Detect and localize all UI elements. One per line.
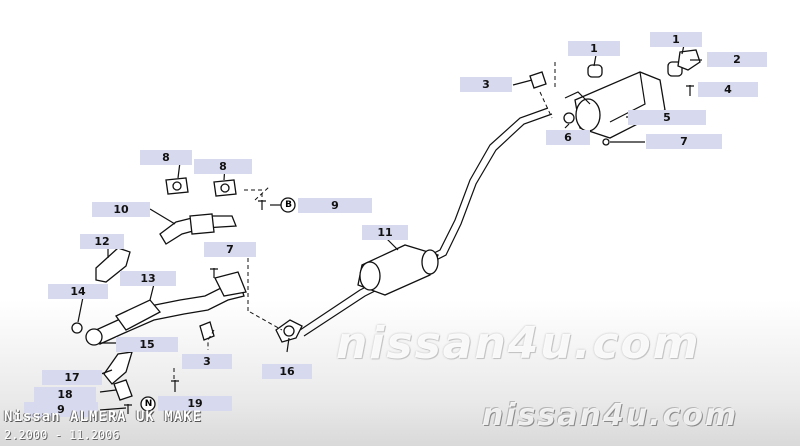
- ref-mark-b: B: [285, 200, 292, 210]
- callout-2[interactable]: 2: [707, 52, 767, 67]
- bracket-2: [677, 49, 701, 71]
- callout-11[interactable]: 11: [362, 225, 408, 240]
- main-pipe: [299, 107, 549, 331]
- rubber-3-front: [199, 321, 215, 341]
- clamp-8b: [213, 179, 237, 197]
- callout-7-rear[interactable]: 7: [646, 134, 722, 149]
- callout-9-top[interactable]: 9: [298, 198, 372, 213]
- bolt-4: [686, 85, 694, 96]
- callout-7-front[interactable]: 7: [204, 242, 256, 257]
- mount-rubber-1a: [587, 64, 603, 78]
- callout-4[interactable]: 4: [698, 82, 758, 97]
- center-muffler: [357, 244, 439, 296]
- production-dates: 2.2000 - 11.2006: [4, 428, 120, 442]
- callout-3-front[interactable]: 3: [182, 354, 232, 369]
- callout-12[interactable]: 12: [80, 234, 124, 249]
- callout-19[interactable]: 19: [158, 396, 232, 411]
- callout-6[interactable]: 6: [546, 130, 590, 145]
- shield-17: [103, 351, 133, 385]
- callout-16[interactable]: 16: [262, 364, 312, 379]
- watermark-center: nissan4u.com: [336, 318, 701, 369]
- callout-3-top[interactable]: 3: [460, 77, 512, 92]
- ref-mark-n: N: [144, 399, 153, 409]
- callout-18[interactable]: 18: [34, 387, 96, 402]
- bolt-7-front: [210, 268, 218, 278]
- pipe-10: [159, 213, 237, 245]
- bolt-19: [171, 380, 179, 392]
- callout-9-low[interactable]: 9: [24, 402, 98, 417]
- nut-7-rear: [602, 138, 610, 146]
- callout-5[interactable]: 5: [628, 110, 706, 125]
- callout-1b[interactable]: 1: [650, 32, 702, 47]
- rear-bracket: [564, 91, 591, 105]
- callout-17[interactable]: 17: [42, 370, 102, 385]
- ring-14: [71, 322, 83, 334]
- clamp-18: [113, 379, 133, 401]
- front-pipe-13: [85, 271, 247, 346]
- callout-1a[interactable]: 1: [568, 41, 620, 56]
- washer-6: [563, 112, 575, 124]
- callout-15[interactable]: 15: [116, 337, 178, 352]
- callout-14[interactable]: 14: [48, 284, 108, 299]
- rubber-3-top: [529, 71, 547, 89]
- callout-8b[interactable]: 8: [194, 159, 252, 174]
- model-title: Nissan ALMERA UK MAKE: [4, 409, 203, 425]
- clamp-8a: [165, 177, 189, 195]
- callout-8a[interactable]: 8: [140, 150, 192, 165]
- gasket-16: [275, 319, 303, 343]
- callout-10[interactable]: 10: [92, 202, 150, 217]
- rear-muffler: [574, 71, 666, 139]
- callout-13[interactable]: 13: [120, 271, 176, 286]
- bolt-9-low: [124, 404, 132, 414]
- bolt-9-top: [258, 200, 266, 210]
- watermark-corner: nissan4u.com: [482, 398, 739, 433]
